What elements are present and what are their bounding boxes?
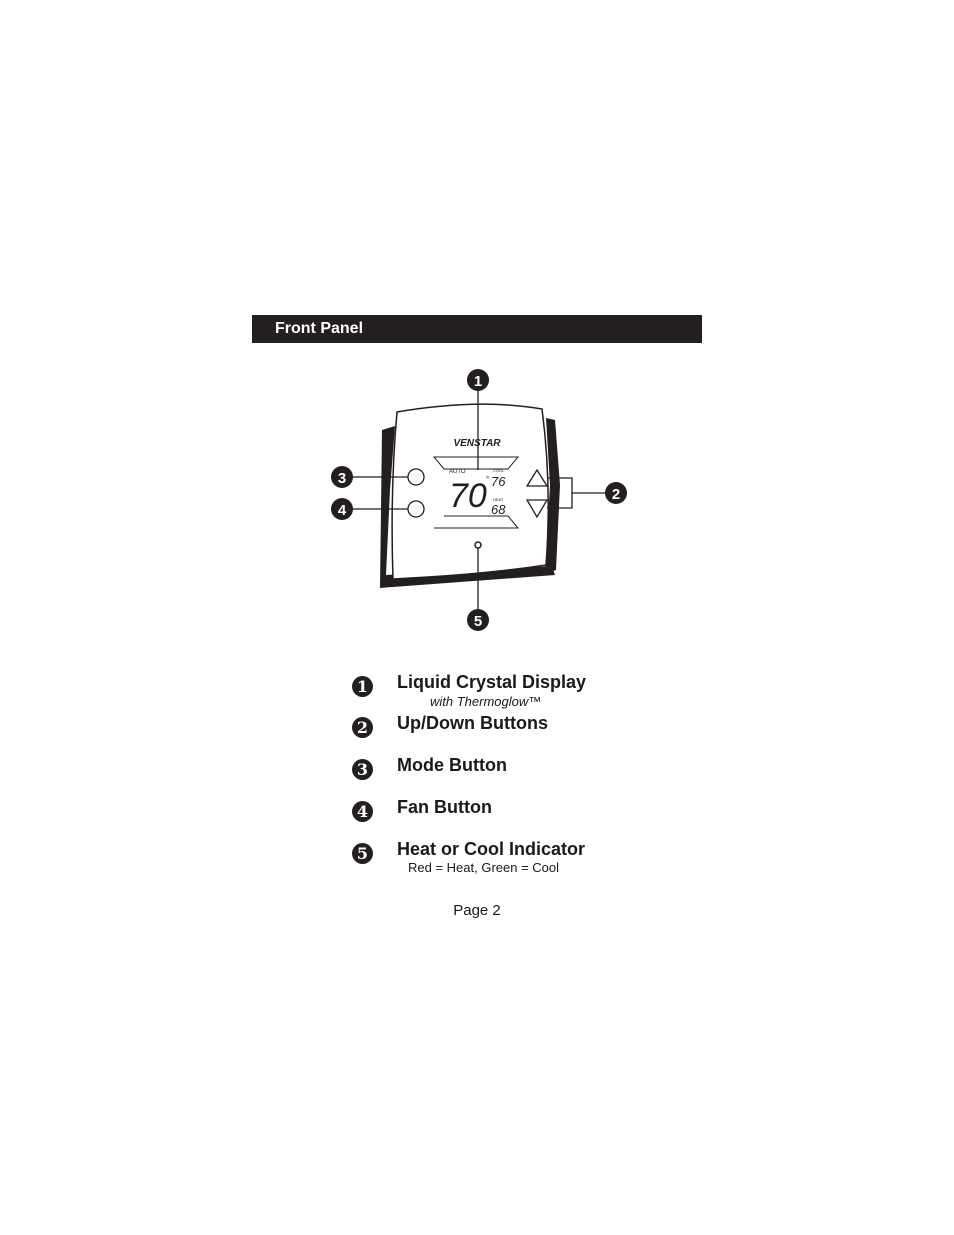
- thermostat-face: [391, 403, 549, 580]
- heat-cool-indicator: [474, 541, 482, 549]
- lcd-cool-setpoint: 76: [491, 474, 506, 489]
- section-header-bar: Front Panel: [252, 315, 702, 343]
- thermostat-back-shell: [380, 426, 555, 588]
- callout-3-number: 3: [338, 470, 346, 487]
- legend-title: Mode Button: [397, 755, 507, 775]
- lcd-heat-label: HEAT: [493, 497, 504, 502]
- lcd-frame-bottom: [434, 515, 520, 529]
- callout-4: 4: [331, 498, 353, 520]
- callout-1-number: 1: [474, 373, 482, 390]
- legend-number: 1: [352, 676, 373, 697]
- fan-button[interactable]: [407, 500, 425, 518]
- lcd-heat-setpoint: 68: [491, 502, 506, 517]
- legend-subtitle: Red = Heat, Green = Cool: [408, 860, 560, 875]
- page-number: Page 2: [453, 902, 501, 919]
- thermostat-side-edge: [545, 418, 560, 574]
- legend-title: Liquid Crystal Display: [397, 672, 587, 692]
- lcd-frame-top: [432, 456, 520, 470]
- callout-2-number: 2: [612, 486, 620, 503]
- callout-5-number: 5: [474, 613, 482, 630]
- callout-1: 1: [467, 369, 489, 391]
- callout-4-number: 4: [338, 502, 347, 519]
- callout-3: 3: [331, 466, 353, 488]
- lcd-degree-symbol: °: [486, 475, 489, 484]
- thermostat-diagram: VENSTAR AUTO COOL 70 ° 76 HEAT 68 1 2 3 …: [331, 369, 627, 631]
- down-button[interactable]: [525, 499, 549, 519]
- legend-title: Up/Down Buttons: [397, 713, 548, 733]
- callout-2: 2: [605, 482, 627, 504]
- callout-2-bracket: [547, 477, 605, 509]
- legend-subtitle: with Thermoglow™: [430, 694, 542, 709]
- lcd-cool-label: COOL: [493, 468, 505, 473]
- lcd-mode-label: AUTO: [449, 469, 466, 475]
- legend-number: 3: [352, 759, 373, 780]
- legend-number: 5: [352, 843, 373, 864]
- lcd-current-temp: 70: [449, 477, 487, 515]
- legend-title: Fan Button: [397, 797, 492, 817]
- up-button[interactable]: [525, 468, 549, 487]
- legend-number: 2: [352, 717, 373, 738]
- legend-title: Heat or Cool Indicator: [397, 839, 586, 859]
- callout-5: 5: [467, 609, 489, 631]
- section-title: Front Panel: [275, 320, 364, 337]
- mode-button[interactable]: [407, 468, 425, 486]
- legend-number: 4: [352, 801, 373, 822]
